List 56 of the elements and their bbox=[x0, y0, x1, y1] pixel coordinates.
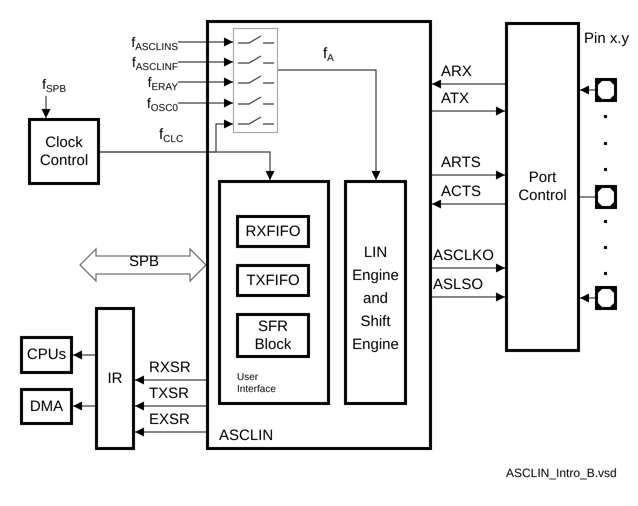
arrow bbox=[432, 106, 505, 116]
arrow bbox=[178, 98, 233, 108]
clock-signal-label: f$_{ASCLINS}$ bbox=[112, 32, 178, 52]
arrow bbox=[135, 376, 206, 384]
module-box bbox=[206, 20, 432, 450]
block-label: TXFIFO bbox=[245, 272, 301, 290]
arrow bbox=[178, 78, 233, 86]
arrow bbox=[73, 350, 95, 360]
arrow bbox=[278, 69, 380, 180]
arrow bbox=[178, 38, 233, 46]
arrow bbox=[135, 428, 206, 436]
block-label: CPUs bbox=[26, 346, 68, 364]
arrow bbox=[432, 292, 505, 302]
block-box bbox=[28, 118, 100, 185]
block-box bbox=[236, 215, 310, 248]
block-label: RXFIFO bbox=[244, 222, 302, 240]
block-box bbox=[20, 388, 73, 425]
block-label: IR bbox=[106, 370, 124, 388]
arrow bbox=[135, 402, 206, 410]
arrow bbox=[580, 86, 595, 94]
file-name-note: ASCLIN_Intro_B.vsd bbox=[506, 466, 617, 480]
module-label: ASCLIN bbox=[219, 427, 274, 445]
block-box bbox=[20, 336, 73, 374]
block-label: DMA bbox=[28, 398, 64, 416]
block-box bbox=[236, 313, 310, 358]
arrow bbox=[73, 402, 95, 410]
pin-pad bbox=[595, 185, 617, 209]
arrow bbox=[42, 96, 50, 118]
pin-label: Pin x.y bbox=[584, 30, 630, 47]
arrow bbox=[432, 80, 505, 88]
arrow bbox=[580, 294, 595, 302]
arrow bbox=[432, 170, 505, 180]
pin-pad bbox=[595, 286, 617, 310]
clock-signal-label: f$_{ERAY}$ bbox=[112, 72, 178, 92]
block-label: Port Control bbox=[517, 169, 568, 205]
block-label: SFR Block bbox=[254, 318, 292, 354]
block-box bbox=[505, 22, 580, 352]
arrow bbox=[100, 120, 233, 153]
clock-signal-label: f$_{ASCLINF}$ bbox=[112, 52, 178, 72]
clock-signal-label: f$_{OSC0}$ bbox=[112, 93, 178, 113]
block-label: Clock Control bbox=[38, 134, 90, 170]
clock-signal-label: f$_{SPB}$ bbox=[26, 74, 66, 96]
edge-label: SPB bbox=[128, 254, 160, 270]
engine-box bbox=[344, 180, 407, 405]
edge-label: ARX bbox=[440, 64, 473, 80]
block-box bbox=[236, 264, 310, 297]
arrow bbox=[432, 200, 505, 208]
bus-arrow bbox=[79, 247, 207, 283]
block-box bbox=[95, 307, 135, 450]
arrow bbox=[432, 264, 505, 272]
interface-box bbox=[218, 180, 330, 405]
engine-label: LIN Engine and Shift Engine bbox=[351, 243, 400, 355]
pin-pad bbox=[595, 78, 617, 102]
interface-label: User Interface bbox=[237, 372, 277, 396]
edge-label: ACTS bbox=[440, 184, 482, 200]
arrow bbox=[178, 58, 233, 66]
